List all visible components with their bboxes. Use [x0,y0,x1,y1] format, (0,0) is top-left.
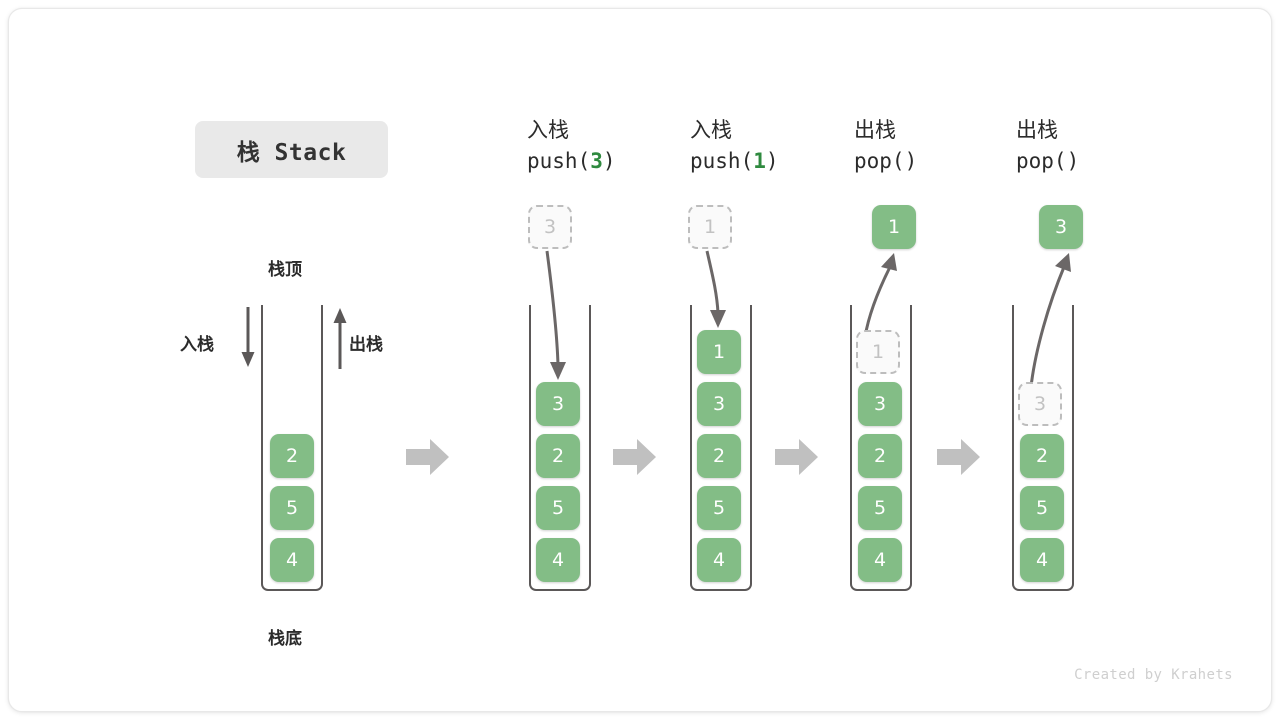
pop-direction-arrow-icon [329,307,351,369]
stack-node: 5 [1020,486,1064,530]
stack-node: 4 [536,538,580,582]
code-prefix: push( [690,149,754,173]
code-arg: 1 [753,149,766,173]
stage-header-code: pop() [1016,145,1176,177]
stage-header-push-1: 入栈 push(1) [690,115,850,177]
stack-container-pop-3 [1012,305,1074,591]
stack-node: 4 [697,538,741,582]
popped-node: 1 [872,205,916,249]
stack-node: 4 [858,538,902,582]
code-suffix: ) [904,149,918,173]
page-title: 栈 Stack [236,139,347,166]
stack-node: 5 [270,486,314,530]
removed-node-ghost: 3 [1018,382,1062,426]
code-suffix: ) [602,149,616,173]
stage-header-pop-1: 出栈 pop() [854,115,1014,177]
code-prefix: pop( [1016,149,1067,173]
stack-node: 1 [697,330,741,374]
stack-container-push-3 [529,305,591,591]
push-direction-arrow-icon [237,307,259,369]
stage-header-pop-3: 出栈 pop() [1016,115,1176,177]
diagram-canvas: 栈 Stack 栈顶 栈底 入栈 出栈 2 5 4 入栈 push(3) 3 [8,8,1272,712]
stage-transition-arrow-icon [613,437,657,477]
stack-node: 2 [1020,434,1064,478]
removed-node-ghost: 1 [856,330,900,374]
code-suffix: ) [765,149,779,173]
popped-node: 3 [1039,205,1083,249]
stack-node: 2 [536,434,580,478]
stage-header-cn: 出栈 [1016,118,1058,142]
stack-container-push-1 [690,305,752,591]
stack-node: 5 [536,486,580,530]
stage-transition-arrow-icon [406,437,450,477]
diagram-title-chip: 栈 Stack [195,121,388,178]
pop-direction-label: 出栈 [349,335,383,355]
stack-node: 5 [858,486,902,530]
push-flow-arrow-icon [519,249,599,389]
code-suffix: ) [1066,149,1080,173]
code-prefix: push( [527,149,591,173]
code-prefix: pop( [854,149,905,173]
stack-top-label: 栈顶 [268,260,302,280]
stack-node: 3 [858,382,902,426]
code-arg: 3 [590,149,603,173]
stack-node: 4 [1020,538,1064,582]
stage-header-code: push(3) [527,145,687,177]
stage-header-push-3: 入栈 push(3) [527,115,687,177]
push-direction-label: 入栈 [180,335,214,355]
stack-node: 5 [697,486,741,530]
stack-node: 2 [858,434,902,478]
stack-node: 3 [536,382,580,426]
stack-bottom-label: 栈底 [268,629,302,649]
footer-credit: Created by Krahets [1074,667,1233,683]
stack-node: 2 [270,434,314,478]
incoming-node-ghost: 1 [688,205,732,249]
stack-node: 3 [697,382,741,426]
incoming-node-ghost: 3 [528,205,572,249]
stage-header-cn: 出栈 [854,118,896,142]
stack-container-initial [261,305,323,591]
stack-container-pop-1 [850,305,912,591]
stack-node: 4 [270,538,314,582]
stage-header-cn: 入栈 [690,118,732,142]
pop-flow-arrow-icon [1009,251,1099,391]
stage-transition-arrow-icon [775,437,819,477]
stage-header-code: push(1) [690,145,850,177]
stack-node: 2 [697,434,741,478]
stage-transition-arrow-icon [937,437,981,477]
push-flow-arrow-icon [681,249,761,339]
stage-header-cn: 入栈 [527,118,569,142]
stage-header-code: pop() [854,145,1014,177]
